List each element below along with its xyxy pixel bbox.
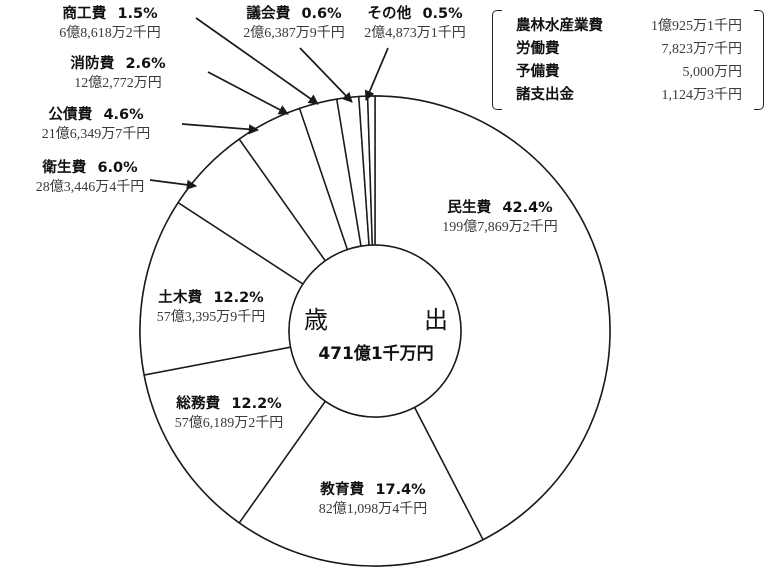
center-amount: 471億1千万円 [318, 344, 434, 364]
pie-slices [139, 95, 611, 567]
legend-row-name: 諸支出金 [516, 87, 574, 103]
donut-hole [288, 244, 462, 418]
legend-bracket-left [492, 10, 502, 110]
callout-kosai-amount: 21億6,349万7千円 [41, 126, 151, 142]
legend-row-name: 農林水産業費 [516, 18, 603, 34]
leader-kosai-arrow-icon [181, 123, 260, 135]
callout-gikai-amount: 2億6,387万9千円 [243, 25, 345, 41]
legend-row: 農林水産業費 1億925万1千円 [502, 13, 758, 36]
leader-shobo-arrow-icon [207, 71, 289, 115]
callout-shobo-amount: 12億2,772万円 [74, 75, 162, 91]
legend-row-name: 予備費 [516, 64, 560, 80]
callout-shoko-amount: 6億8,618万2千円 [59, 25, 161, 41]
callout-sonota-amount: 2億4,873万1千円 [364, 25, 466, 41]
callout-minsei-amount: 199億7,869万2千円 [442, 219, 558, 235]
legend-row-name: 労働費 [516, 41, 560, 57]
legend-row-amount: 7,823万7千円 [661, 42, 743, 57]
legend-row: 労働費 7,823万7千円 [502, 36, 758, 59]
leader-eisei-arrow-icon [149, 179, 198, 190]
leader-sonota-arrow-icon [364, 47, 389, 101]
legend-row-amount: 1億925万1千円 [651, 19, 742, 34]
center-title: 歳 出 [304, 306, 464, 334]
leader-arrows [149, 17, 389, 190]
callout-somu-amount: 57億6,189万2千円 [174, 415, 284, 431]
legend-box: 農林水産業費 1億925万1千円労働費 7,823万7千円予備費 5,000万円諸支出… [492, 8, 764, 110]
callout-eisei-amount: 28億3,446万4千円 [35, 179, 145, 195]
center-label: 歳 出 471億1千万円 [276, 300, 476, 364]
legend-row: 諸支出金 1,124万3千円 [502, 82, 758, 105]
legend-row-amount: 5,000万円 [682, 65, 743, 80]
callout-doboku-amount: 57億3,395万9千円 [156, 309, 266, 325]
legend-bracket-right [754, 10, 764, 110]
legend-row: 予備費 5,000万円 [502, 59, 758, 82]
leader-gikai-arrow-icon [299, 47, 353, 103]
callout-kyoiku-amount: 82億1,098万4千円 [318, 501, 428, 517]
leader-shoko-arrow-icon [195, 17, 319, 105]
legend-row-amount: 1,124万3千円 [661, 88, 743, 103]
legend-table: 農林水産業費 1億925万1千円労働費 7,823万7千円予備費 5,000万円諸支出… [502, 13, 758, 105]
